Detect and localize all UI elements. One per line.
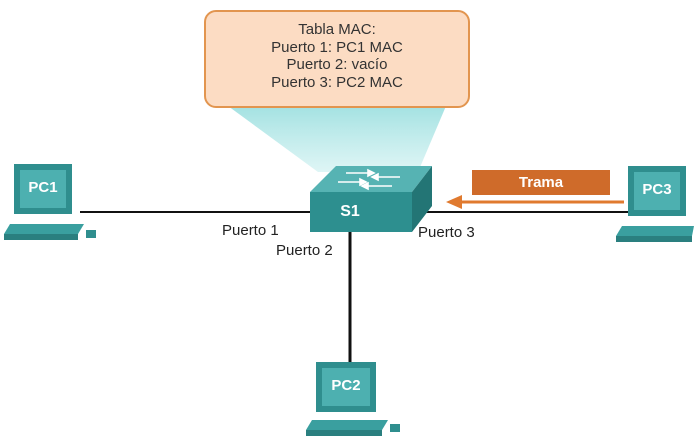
- pc1-label: PC1: [28, 179, 58, 196]
- frame-label: Trama: [472, 170, 610, 195]
- port-2-label: Puerto 2: [276, 242, 333, 259]
- mac-table-row: Puerto 3: PC2 MAC: [271, 73, 403, 91]
- switch-s1[interactable]: [310, 166, 432, 232]
- port-1-label: Puerto 1: [222, 222, 279, 239]
- switch-arrows-icon: [338, 168, 400, 191]
- mac-table-row: Puerto 2: vacío: [286, 56, 388, 73]
- mac-table-callout: Tabla MAC: Puerto 1: PC1 MAC Puerto 2: v…: [204, 10, 470, 108]
- pc3-label: PC3: [642, 181, 672, 198]
- mac-table-title: Tabla MAC:: [298, 21, 376, 38]
- mac-table-row: Puerto 1: PC1 MAC: [271, 38, 403, 56]
- pc1-computer[interactable]: [4, 164, 96, 240]
- port-3-label: Puerto 3: [418, 224, 475, 241]
- frame-arrow: [446, 195, 624, 209]
- pc3-computer[interactable]: [616, 166, 694, 242]
- switch-label: S1: [340, 203, 360, 220]
- pc2-label: PC2: [331, 377, 361, 394]
- pc2-computer[interactable]: [306, 362, 400, 436]
- callout-beam: [228, 106, 446, 172]
